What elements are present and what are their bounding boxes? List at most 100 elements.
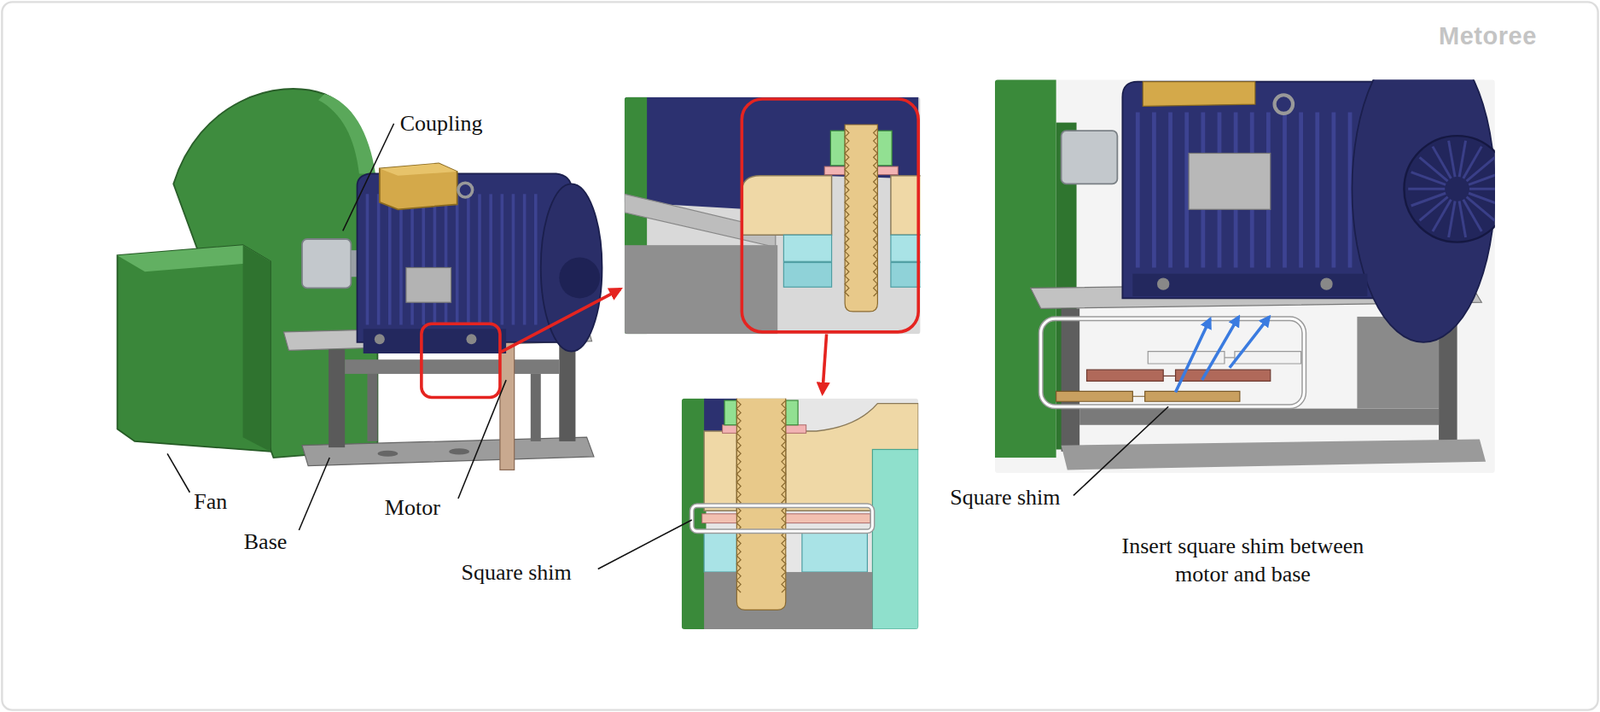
assembly-view-part-part: [1432, 146, 1452, 179]
insert-arrows: [1175, 316, 1270, 393]
section-view-top-part: [877, 130, 892, 166]
section-view-top-part: [844, 124, 878, 312]
highlight-shadow: [692, 505, 873, 531]
motor-part: [366, 193, 536, 325]
base-part: [302, 436, 594, 466]
section-view-top: [624, 97, 921, 335]
insert-arrows-part: [1202, 316, 1240, 380]
section-view-top-part-part: [844, 124, 878, 312]
motor-part-part: [388, 193, 392, 325]
part-label: Square shim: [460, 558, 571, 588]
assembly-view-part-part: [1448, 140, 1455, 177]
motor-part-part: [488, 193, 493, 325]
motor-part-part: [444, 193, 448, 325]
section-view-top-part: [624, 97, 921, 335]
part-label: Motor: [384, 494, 441, 523]
assembly-view-part-part: [1466, 197, 1496, 222]
section-view-bottom-part: [724, 400, 737, 425]
section-view-top-part: [890, 175, 921, 235]
section-view-top-part: [877, 166, 898, 175]
assembly-view-part-part: [1332, 112, 1337, 268]
coupling-part: [302, 238, 351, 288]
section-view-top-part: [830, 130, 845, 166]
motor-part: [458, 182, 473, 198]
assembly-view-part: [1061, 130, 1118, 184]
assembly-view-part: [1056, 390, 1240, 402]
assembly-view-part: [1079, 408, 1439, 425]
leader-lines-part: [598, 519, 693, 569]
assembly-view-part: [1157, 277, 1170, 290]
assembly-view-part-part: [1298, 112, 1304, 268]
motor-part-part: [433, 193, 437, 325]
coupling: [302, 238, 366, 288]
section-view-top-part: [890, 262, 921, 288]
section-view-top-part: [783, 234, 832, 262]
section-view-bottom-part: [681, 398, 919, 629]
base-part: [558, 341, 576, 442]
section-view-bottom-part: [704, 430, 737, 511]
part-label: Fan: [193, 488, 227, 517]
assembly-view-part-part: [1463, 146, 1483, 179]
assembly-view-part-part: [1459, 140, 1466, 177]
motor-part-part: [410, 193, 414, 325]
leader-lines-part: [1073, 406, 1169, 495]
highlight-box: [421, 323, 501, 397]
assembly-view-part-part: [1468, 172, 1496, 186]
motor-part: [465, 333, 477, 344]
motor-part-part: [534, 193, 538, 325]
section-view-bottom-part: [704, 530, 737, 572]
motor-part-part: [366, 193, 370, 325]
assembly-view-part-part: [1419, 157, 1449, 181]
motor-part-part: [477, 193, 482, 325]
part-label: Coupling: [400, 110, 483, 139]
motor-part-part: [512, 193, 516, 325]
base-part: [448, 448, 470, 454]
assembly-view-part: [1061, 308, 1081, 452]
highlight-box: [692, 505, 873, 531]
base-part: [530, 373, 542, 442]
assembly-view-part: [1147, 351, 1301, 364]
assembly-view-part-part: [1314, 112, 1320, 268]
motor-part: [558, 257, 600, 299]
instruction-note: Insert square shim between motor and bas…: [1097, 532, 1388, 588]
motor-part-part: [466, 193, 471, 325]
assembly-view-part-part: [1184, 112, 1189, 268]
assembly-view-part-part: [1468, 192, 1496, 206]
section-view-bottom-part: [872, 448, 919, 629]
assembly-view-part-part: [1282, 112, 1287, 268]
motor-part: [363, 328, 507, 354]
section-view-top-part: [890, 234, 921, 262]
assembly-view-part: [1403, 135, 1495, 242]
section-view-bottom-part-part: [736, 400, 741, 593]
assembly-view-part: [1087, 369, 1271, 381]
motor-part-part: [523, 193, 527, 325]
assembly-view-part: [1132, 273, 1368, 297]
section-view-bottom-part-part: [781, 400, 786, 593]
motor-part-part: [399, 193, 403, 325]
section-view-top-part: [824, 166, 845, 175]
assembly-view-part: [1137, 112, 1350, 268]
section-view-top-part-part: [844, 128, 850, 297]
motor-part: [379, 162, 458, 210]
base-part: [328, 349, 345, 448]
section-view-bottom-part: [785, 400, 798, 425]
zoom-arrow: [500, 289, 621, 353]
fan-part: [243, 244, 271, 452]
section-view-bottom-part: [704, 571, 873, 629]
assembly-view-part-part: [1411, 192, 1446, 206]
highlight-shadow: [1041, 318, 1305, 407]
assembly-view-part: [1188, 152, 1271, 210]
assembly-view-part: [1061, 439, 1486, 471]
base-part: [377, 450, 398, 457]
base-part: [366, 373, 378, 442]
highlight-box: [741, 98, 919, 332]
base-part: [344, 359, 559, 374]
assembly-view-part-part: [1408, 187, 1445, 191]
assembly-view-part-part: [1152, 112, 1157, 268]
base-part: [500, 337, 515, 471]
section-view-bottom-part: [802, 530, 868, 572]
zoom-arrow: [822, 333, 827, 393]
